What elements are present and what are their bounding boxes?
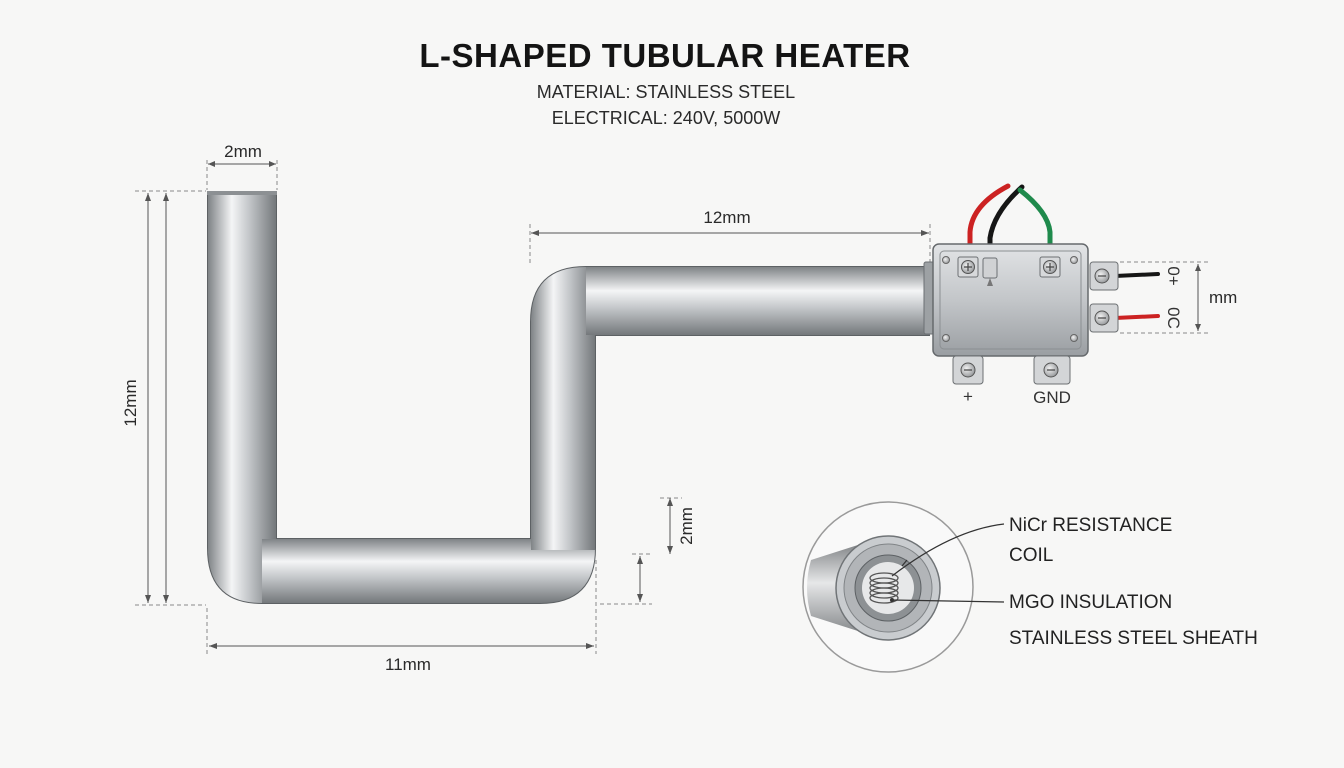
terminal-label-bottom: 0C (1164, 307, 1183, 329)
screw-icon (1070, 256, 1078, 264)
black-wire (987, 184, 1025, 265)
terminal-spacing-label: mm (1209, 288, 1237, 307)
screw-icon (942, 256, 950, 264)
terminal-label-gnd: GND (1033, 388, 1071, 407)
tube-top-run (586, 267, 930, 335)
terminal-label-top: 0+ (1164, 266, 1183, 285)
dimension-bottom-length: 11mm (206, 560, 597, 674)
bottom-length-label: 11mm (385, 655, 431, 674)
tube-left-end (207, 191, 277, 195)
dimension-top-length: 12mm (529, 208, 931, 264)
screw-icon (1070, 334, 1078, 342)
tube-bottom-left-bend (208, 539, 276, 603)
top-length-label: 12mm (703, 208, 750, 227)
tube-middle-riser (531, 318, 595, 550)
dimension-bottom-offset: 2mm (600, 497, 696, 605)
bottom-offset-label: 2mm (677, 507, 696, 545)
lead-wires (967, 183, 1160, 320)
dimension-tube-width: 2mm (206, 142, 278, 190)
coil-icon (869, 572, 899, 604)
green-wire (1017, 187, 1053, 265)
left-height-label: 12mm (121, 379, 140, 426)
callouts: NiCr RESISTANCE COIL MGO INSULATION STAI… (890, 515, 1258, 649)
page-title: L-SHAPED TUBULAR HEATER (419, 37, 910, 74)
side-black-wire (1113, 272, 1160, 278)
cross-section-detail (802, 501, 974, 673)
sheath-label: STAINLESS STEEL SHEATH (1009, 628, 1258, 649)
material-text: MATERIAL: STAINLESS STEEL (537, 82, 795, 102)
dimension-terminal-spacing: mm (1120, 261, 1237, 334)
coil-leader (891, 523, 1005, 577)
tube-bottom-right-bend (531, 539, 595, 603)
terminal-block-2 (982, 257, 998, 279)
coil-label-line2: COIL (1009, 545, 1053, 566)
heater-tube (207, 191, 930, 604)
tube-width-label: 2mm (224, 142, 262, 161)
terminal-label-plus: + (963, 387, 973, 406)
screw-icon (942, 334, 950, 342)
box-rim (939, 250, 1082, 350)
side-red-wire (1113, 314, 1160, 320)
box-body (932, 243, 1089, 357)
red-wire (967, 183, 1011, 265)
tube-top-bend (531, 267, 595, 335)
coil-label: NiCr RESISTANCE (1009, 515, 1172, 536)
insulation-label: MGO INSULATION (1009, 592, 1172, 613)
dimension-left-height: 12mm (121, 190, 206, 606)
tube-left-leg (208, 193, 276, 553)
insulation-leader (891, 599, 1005, 603)
tube-bottom-run (262, 539, 542, 603)
electrical-text: ELECTRICAL: 240V, 5000W (552, 108, 780, 128)
terminal-box (923, 243, 1119, 385)
